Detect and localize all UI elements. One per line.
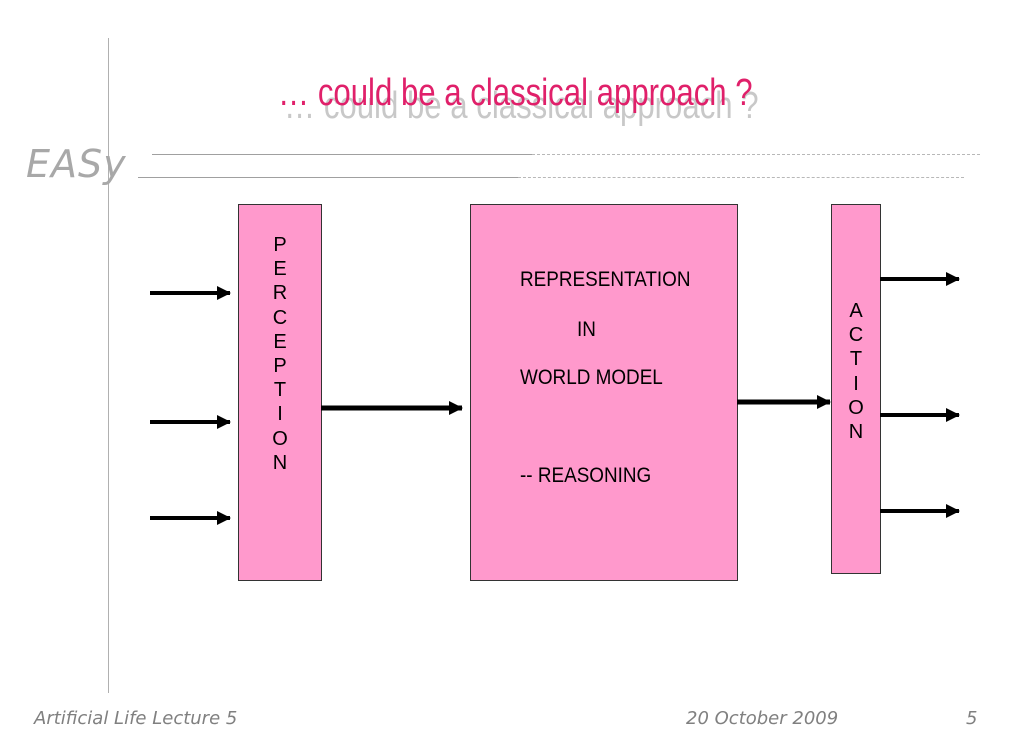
action-letter: T [849, 348, 863, 371]
perception-letter: E [273, 258, 287, 281]
world-model-box: REPRESENTATION IN WORLD MODEL -- REASONI… [470, 204, 738, 581]
action-letter: I [853, 372, 859, 395]
perception-letter: I [277, 403, 283, 426]
footer-date: 20 October 2009 [686, 708, 839, 729]
perception-letter: N [272, 451, 288, 474]
action-letter: C [848, 324, 864, 347]
in-text: IN [577, 318, 596, 341]
header-rule-bottom-dashed [518, 177, 964, 178]
perception-letter: P [273, 234, 287, 256]
reasoning-text: -- REASONING [520, 464, 652, 487]
easy-logo: EASy [26, 142, 127, 186]
slide-title-text: … could be a classical approach ? [278, 72, 753, 114]
header-rule-bottom [138, 177, 518, 178]
perception-letter: R [272, 282, 288, 305]
vertical-rule [108, 38, 109, 693]
slide-title: … could be a classical approach ? … coul… [278, 72, 898, 132]
perception-letter: O [272, 427, 288, 450]
perception-letter: E [273, 330, 287, 353]
perception-letter: C [272, 306, 288, 329]
world-model-text: WORLD MODEL [520, 366, 663, 389]
perception-letter: T [273, 379, 287, 402]
slide-title-shadow: … could be a classical approach ? [284, 85, 759, 127]
footer-page-number: 5 [966, 708, 978, 729]
action-letter: A [849, 300, 863, 322]
header-rule-top-dashed [532, 154, 980, 155]
header-rule-top [152, 154, 532, 155]
perception-letter: P [273, 355, 287, 378]
action-letter: O [848, 396, 864, 419]
representation-text: REPRESENTATION [520, 268, 691, 291]
action-letter: N [848, 421, 864, 444]
footer-lecture: Artificial Life Lecture 5 [34, 708, 238, 729]
